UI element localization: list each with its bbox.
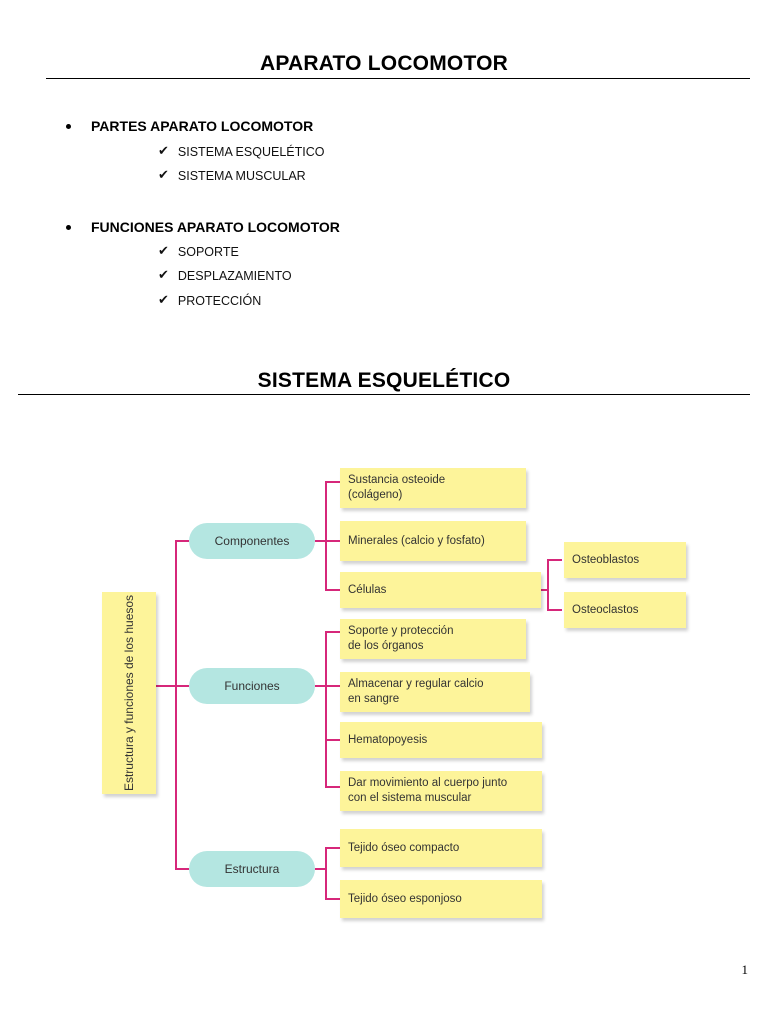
page-number: 1: [741, 962, 749, 977]
list-item: ✔ SOPORTE: [158, 244, 239, 259]
leaf-osteoblastos: Osteoblastos: [564, 542, 686, 578]
connector-celulas-bracket: [547, 559, 562, 611]
root-box: Estructura y funciones de los huesos: [102, 592, 156, 794]
leaf-minerales: Minerales (calcio y fosfato): [340, 521, 526, 561]
list-item-label: DESPLAZAMIENTO: [177, 268, 292, 283]
bullet-icon: [66, 224, 71, 230]
checkmark-icon: ✔: [158, 293, 169, 308]
leaf-sustancia-osteoide: Sustancia osteoide (colágeno): [340, 468, 526, 508]
page-title: APARATO LOCOMOTOR: [259, 52, 508, 75]
section-title: PARTES APARATO LOCOMOTOR: [91, 118, 314, 134]
connector-estructura-bracket: [325, 847, 340, 900]
bullet-icon: [66, 123, 71, 129]
leaf-soporte-proteccion: Soporte y protección de los órganos: [340, 619, 526, 659]
connector-root-bracket: [175, 540, 189, 870]
section-heading: SISTEMA ESQUELÉTICO: [257, 369, 511, 392]
section-partes: PARTES APARATO LOCOMOTOR: [66, 118, 313, 134]
category-funciones: Funciones: [189, 668, 315, 704]
section-divider: [18, 394, 750, 395]
leaf-dar-movimiento: Dar movimiento al cuerpo junto con el si…: [340, 771, 542, 811]
category-estructura: Estructura: [189, 851, 315, 887]
list-item-label: PROTECCIÓN: [177, 293, 262, 308]
list-item-label: SOPORTE: [177, 244, 239, 259]
connector-funciones-bracket: [325, 631, 340, 788]
leaf-hematopoyesis: Hematopoyesis: [340, 722, 542, 758]
root-label: Estructura y funciones de los huesos: [122, 594, 136, 792]
list-item: ✔ SISTEMA ESQUELÉTICO: [158, 144, 324, 159]
leaf-almacenar-calcio: Almacenar y regular calcio en sangre: [340, 672, 530, 712]
leaf-tejido-compacto: Tejido óseo compacto: [340, 829, 542, 867]
checkmark-icon: ✔: [158, 244, 169, 259]
list-item-label: SISTEMA MUSCULAR: [177, 168, 306, 183]
leaf-celulas: Células: [340, 572, 541, 608]
checkmark-icon: ✔: [158, 268, 169, 283]
checkmark-icon: ✔: [158, 144, 169, 159]
category-componentes: Componentes: [189, 523, 315, 559]
leaf-tejido-esponjoso: Tejido óseo esponjoso: [340, 880, 542, 918]
section-title: FUNCIONES APARATO LOCOMOTOR: [91, 219, 340, 235]
connector-componentes-bracket: [325, 481, 340, 591]
checkmark-icon: ✔: [158, 168, 169, 183]
section-funciones: FUNCIONES APARATO LOCOMOTOR: [66, 219, 340, 235]
list-item-label: SISTEMA ESQUELÉTICO: [177, 144, 325, 159]
list-item: ✔ SISTEMA MUSCULAR: [158, 168, 306, 183]
list-item: ✔ PROTECCIÓN: [158, 293, 261, 308]
list-item: ✔ DESPLAZAMIENTO: [158, 268, 292, 283]
title-divider: [46, 78, 750, 79]
leaf-osteoclastos: Osteoclastos: [564, 592, 686, 628]
